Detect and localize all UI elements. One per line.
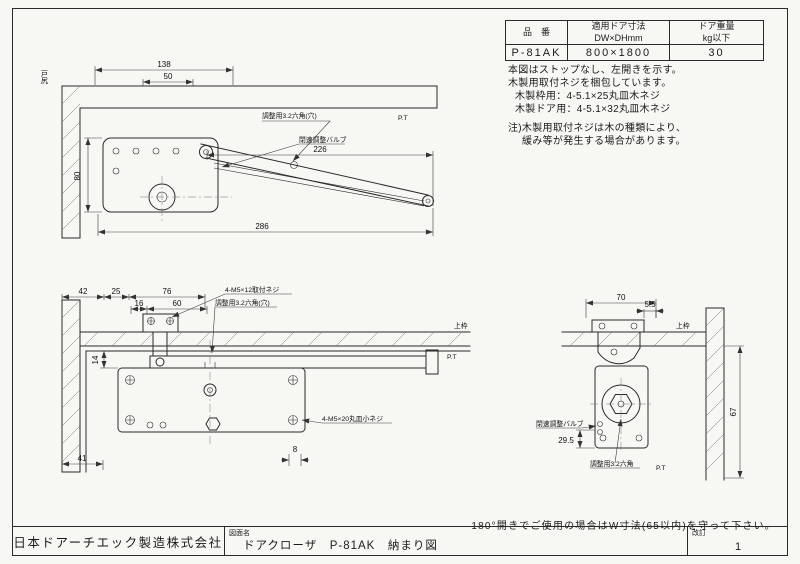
side-arm-section (597, 331, 641, 365)
elev-hex-adjust-label: 調整用3.2六角(穴) (215, 298, 270, 307)
elev-wall-hatch (61, 299, 81, 463)
side-valve-label: 閉速調整バルブ (536, 419, 584, 428)
plan-hex-adjust-label: 調整用3.2六角(穴) (262, 111, 317, 120)
revision-cell: 改訂 1 (688, 527, 788, 556)
note-caution-line: 注)木製用取付ネジは木の種類により、 (508, 123, 687, 134)
spec-header-door-size: 適用ドア寸法 DW×DHmm (567, 20, 670, 45)
side-bracket (591, 319, 645, 333)
elevation-view: 42 25 76 16 60 14 41 8 4-M5×12取付ネジ (61, 285, 471, 473)
plan-pt-label: P.T (398, 115, 408, 122)
plan-closer-body (102, 137, 219, 213)
company-name: 日本ドアーチエック製造株式会社 (12, 527, 225, 556)
drawing-border-frame (12, 8, 788, 556)
elev-closer-body (117, 367, 306, 433)
side-door-hatch (705, 307, 725, 471)
elev-dim-16: 16 (135, 299, 144, 308)
drawing-name-label: 図面名 (229, 530, 250, 537)
plan-door-side-label: 戸尻 (41, 70, 49, 85)
elev-top-frame-label: 上枠 (454, 321, 468, 330)
plan-arm-rod (213, 162, 425, 207)
plan-arm-end (422, 195, 434, 207)
elev-arm-shoe (425, 349, 439, 375)
side-top-frame-label: 上枠 (676, 321, 690, 330)
side-dim-5-5: 5.5 (644, 300, 656, 309)
elev-dim-41: 41 (78, 454, 87, 463)
elev-wall (61, 299, 81, 473)
side-dim-29-5: 29.5 (558, 436, 574, 445)
plan-dim-138: 138 (157, 60, 171, 69)
drawing-name-cell: 図面名 ドアクローザ P-81AK 納まり図 (225, 527, 688, 556)
elev-frame-bracket (142, 313, 179, 333)
plan-valve-label: 閉速調整バルブ (299, 135, 347, 144)
side-door-section (705, 307, 725, 481)
side-pt-label: P.T (656, 465, 666, 472)
note-line: 木製枠用：4-5.1×25丸皿木ネジ (515, 91, 661, 102)
spec-header-part-no: 品 番 (505, 20, 568, 45)
elev-mount-screw-label: 4-M5×12取付ネジ (225, 285, 279, 294)
elev-link (152, 331, 168, 357)
revision-label: 改訂 (692, 530, 706, 537)
side-dim-70: 70 (617, 293, 626, 302)
elev-dim-42: 42 (79, 287, 88, 296)
elev-dim-25: 25 (112, 287, 121, 296)
plan-arm-pivot (199, 145, 213, 159)
elev-main-arm (149, 355, 427, 369)
note-line: 木製用取付ネジを梱包しています。 (508, 78, 672, 89)
elev-adjust-hex (205, 417, 221, 431)
plan-dim-226: 226 (313, 145, 327, 154)
plan-dim-50: 50 (164, 72, 173, 81)
elev-pt-label: P.T (447, 354, 457, 361)
elev-frame-hatch (83, 331, 463, 347)
plan-dim-80: 80 (73, 171, 82, 180)
spec-door-weight: 30 (669, 44, 764, 61)
side-closer-body (594, 365, 649, 449)
spec-row: P-81AK 800×1800 30 (505, 44, 764, 61)
spec-part-no: P-81AK (505, 44, 568, 61)
plan-frame-outline (61, 85, 438, 239)
spec-table: 品 番 適用ドア寸法 DW×DHmm ドア重量 kg以下 P-81AK 800×… (505, 20, 764, 61)
plan-wall-hatch (61, 85, 81, 231)
elev-dim-76: 76 (163, 287, 172, 296)
plan-view: 138 50 226 286 80 調整用3.2六角(穴) 閉速調整バルブ P.… (41, 60, 438, 239)
elev-door-edge (85, 350, 471, 473)
side-centerlines (590, 378, 652, 452)
elev-top-frame (79, 331, 471, 347)
side-view: 70 5.5 29.5 67 閉速調整バルブ 調整用3.2六角 上枠 P.T (536, 293, 744, 481)
note-line: 本図はストップなし、左開きを示す。 (508, 65, 683, 76)
spec-header-door-weight: ドア重量 kg以下 (669, 20, 764, 45)
elev-body-screw-label: 4-M5×20丸皿小ネジ (322, 414, 383, 423)
side-frame-hatch (569, 331, 697, 347)
elev-dim-60: 60 (173, 299, 182, 308)
note-caution-line: 緩み等が発生する場合があります。 (522, 136, 686, 147)
drawing-name: ドアクローザ P-81AK 納まり図 (243, 540, 438, 552)
side-hex-adjust-label: 調整用3.2六角 (590, 459, 633, 468)
notes-block: 本図はストップなし、左開きを示す。 木製用取付ネジを梱包しています。 木製枠用：… (508, 64, 686, 148)
side-dim-67: 67 (729, 407, 738, 416)
spec-door-size: 800×1800 (567, 44, 670, 61)
revision-value: 1 (734, 541, 742, 553)
note-line: 木製ドア用：4-5.1×32丸皿木ネジ (515, 104, 671, 115)
plan-centerlines (140, 176, 232, 222)
plan-hex-nut (290, 161, 298, 169)
elev-dim-14: 14 (91, 355, 100, 364)
plan-dim-286: 286 (255, 222, 269, 231)
elev-dim-8: 8 (293, 445, 298, 454)
title-block: 日本ドアーチエック製造株式会社 図面名 ドアクローザ P-81AK 納まり図 改… (12, 526, 788, 556)
